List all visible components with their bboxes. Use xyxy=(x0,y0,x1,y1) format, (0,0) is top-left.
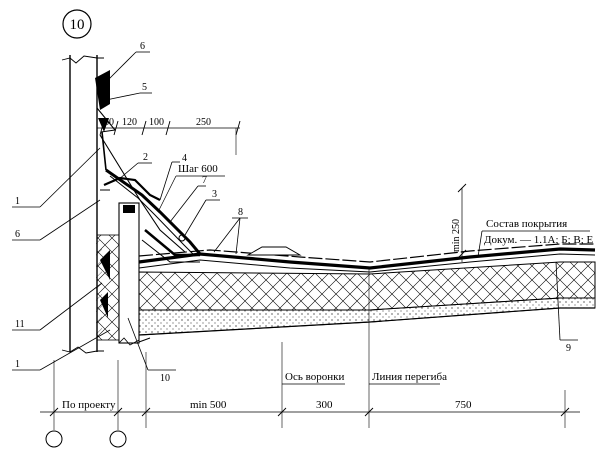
callout-4: 4 xyxy=(182,153,187,164)
bend-line-label: Линия перегиба xyxy=(372,371,447,383)
detail-number: 10 xyxy=(70,17,85,33)
funnel-axis-label: Ось воронки xyxy=(285,371,344,383)
callout-5: 5 xyxy=(142,82,147,93)
step-label: Шаг 600 xyxy=(178,163,218,175)
composition-title: Состав покрытия xyxy=(486,218,567,230)
composition-note: Состав покрытия Докум. — 1.1А; Б; В; Е xyxy=(477,218,594,258)
grid-axis-markers xyxy=(45,360,127,448)
callout-6-top: 6 xyxy=(140,41,145,52)
dim-750: 750 xyxy=(455,399,472,411)
dim-min500: min 500 xyxy=(190,399,227,411)
callouts: 6 5 2 1 4 Шаг 600 7 3 8 xyxy=(12,41,578,384)
bottom-dimension-chain: По проекту min 500 300 750 xyxy=(40,399,580,417)
axis-lines: Ось воронки Линия перегиба xyxy=(145,268,566,428)
parapet-column xyxy=(118,202,140,346)
dim-by-project: По проекту xyxy=(62,399,116,411)
min250-dimension: min 250 xyxy=(451,183,467,262)
grid-marker-right xyxy=(109,430,127,448)
callout-2: 2 xyxy=(143,152,148,163)
dim-80: 80 xyxy=(104,117,114,128)
callout-1-bottom: 1 xyxy=(15,359,20,370)
callout-9: 9 xyxy=(566,343,571,354)
callout-8: 8 xyxy=(238,207,243,218)
top-dimension-chain: 80 120 100 250 xyxy=(97,117,241,155)
min250-label: min 250 xyxy=(451,219,462,252)
dim-120: 120 xyxy=(122,117,137,128)
callout-1-top: 1 xyxy=(15,196,20,207)
callout-10: 10 xyxy=(160,373,170,384)
grid-marker-left xyxy=(45,430,63,448)
callout-11: 11 xyxy=(15,319,25,330)
composition-doc: Докум. — 1.1А; Б; В; Е xyxy=(484,234,594,246)
dim-300: 300 xyxy=(316,399,333,411)
parapet-wall xyxy=(61,55,120,354)
roof-slab xyxy=(138,243,596,343)
callout-6-left: 6 xyxy=(15,229,20,240)
upstand-flashing xyxy=(95,70,202,318)
detail-number-marker: 10 xyxy=(62,9,92,39)
callout-7: 7 xyxy=(202,175,207,186)
dim-250: 250 xyxy=(196,117,211,128)
callout-3: 3 xyxy=(212,189,217,200)
dim-100: 100 xyxy=(149,117,164,128)
